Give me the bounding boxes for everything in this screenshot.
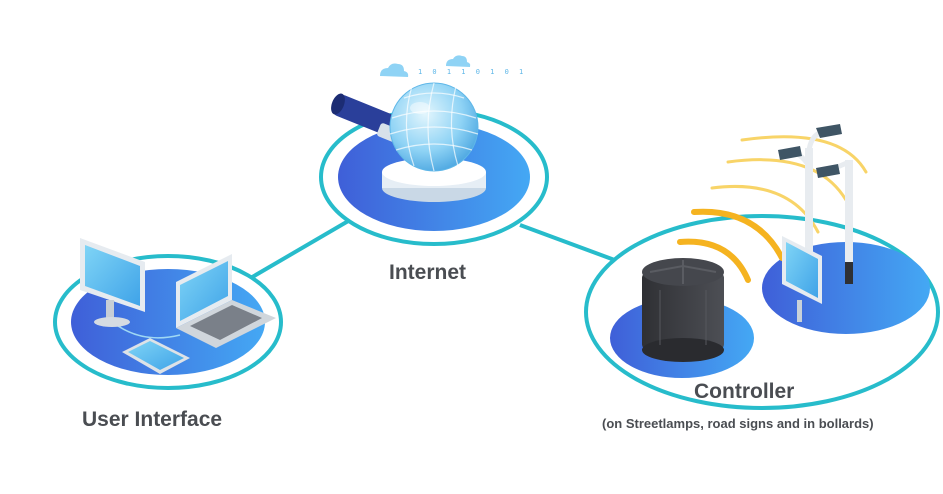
controller-label: Controller <box>694 380 795 403</box>
smartphone-icon <box>122 338 190 374</box>
controller-node <box>584 124 940 410</box>
desktop-monitor-icon <box>80 238 145 327</box>
wireless-signal-icon <box>677 208 785 283</box>
globe-icon <box>389 82 479 172</box>
connector-line-internet-controller <box>519 223 621 264</box>
internet-node: 1 0 1 1 0 1 0 1 <box>319 55 549 246</box>
streetlamp-icon <box>816 159 853 284</box>
controller-note: (on Streetlamps, road signs and in bolla… <box>602 416 874 431</box>
road-sign-icon <box>782 236 822 322</box>
cloud-icon <box>380 63 409 77</box>
globe-digits: 1 0 1 1 0 1 0 1 <box>418 68 526 76</box>
internet-label: Internet <box>389 261 467 284</box>
telescope-icon <box>331 93 401 143</box>
user-interface-label: User Interface <box>82 408 223 431</box>
controller-device-icon <box>642 258 724 362</box>
cloud-icon <box>446 55 471 67</box>
laptop-icon <box>176 254 276 348</box>
user-interface-node <box>53 238 283 390</box>
